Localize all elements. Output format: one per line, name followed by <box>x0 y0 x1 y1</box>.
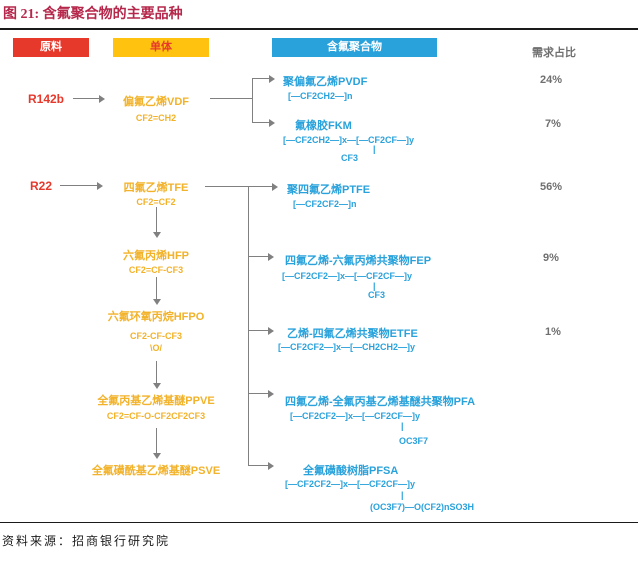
polymer-pfa-bond: | <box>401 421 404 431</box>
arrow-ppve-to-psve-head <box>153 453 161 459</box>
arrow-to-pfsa-head <box>268 462 274 470</box>
arrow-to-pfa-head <box>268 390 274 398</box>
share-fep: 9% <box>543 252 559 264</box>
polymer-pvdf-formula: [—CF2CH2—]n <box>288 91 353 101</box>
monomer-tfe-formula: CF2=CF2 <box>136 197 176 207</box>
polymer-pfsa-formula: [—CF2CF2—]x—[—CF2CF—]y <box>285 479 416 489</box>
polymer-fep-formula: [—CF2CF2—]x—[—CF2CF—]y <box>282 271 413 281</box>
arrow-r142b-to-vdf-line <box>73 98 99 99</box>
polymer-fep-name: 四氟乙烯-六氟丙烯共聚物FEP <box>285 255 432 267</box>
arrow-r22-to-tfe-head <box>97 182 103 190</box>
arrow-vdf-to-fkm-head <box>269 119 275 127</box>
polymer-ptfe-formula: [—CF2CF2—]n <box>293 199 357 209</box>
top-divider <box>0 28 638 30</box>
polymer-fkm-bond: | <box>373 144 376 154</box>
arrow-to-etfe-line <box>248 330 268 331</box>
polymer-pfsa-name: 全氟磺酸树脂PFSA <box>303 465 399 477</box>
polymer-pvdf-name: 聚偏氟乙烯PVDF <box>283 76 368 88</box>
polymer-pfa-substituent: OC3F7 <box>399 436 429 446</box>
header-monomer: 单体 <box>113 38 209 57</box>
arrow-r142b-to-vdf-head <box>99 95 105 103</box>
arrow-hfpo-to-ppve-line <box>156 361 157 383</box>
polymer-pfsa-substituent: (OC3F7)—O(CF2)nSO3H <box>370 502 475 512</box>
vdf-branch-vertical-line <box>252 78 253 123</box>
tfe-branch-vertical-line <box>248 186 249 466</box>
polymer-fep-substituent: CF3 <box>368 290 386 300</box>
arrow-r22-to-tfe-line <box>60 185 97 186</box>
monomer-hfpo-name: 六氟环氧丙烷HFPO <box>107 311 205 323</box>
vdf-branch-stem-line <box>210 98 253 99</box>
header-raw-material: 原料 <box>13 38 89 57</box>
monomer-ppve-name: 全氟丙基乙烯基醚PPVE <box>97 395 215 407</box>
monomer-hfpo-epoxide-ring: \O/ <box>149 343 162 353</box>
figure-title: 图 21: 含氟聚合物的主要品种 <box>3 7 183 22</box>
polymer-pfa-formula: [—CF2CF2—]x—[—CF2CF—]y <box>290 411 421 421</box>
arrow-vdf-to-pvdf-line <box>252 78 269 79</box>
monomer-hfp-name: 六氟丙烯HFP <box>123 250 189 262</box>
polymer-pfa-name: 四氟乙烯-全氟丙基乙烯基醚共聚物PFA <box>285 396 476 408</box>
share-ptfe: 56% <box>540 181 563 193</box>
arrow-tfe-to-ptfe-line <box>205 186 272 187</box>
arrow-vdf-to-fkm-line <box>252 122 269 123</box>
polymer-fkm-substituent: CF3 <box>341 153 359 163</box>
bottom-divider <box>0 522 638 523</box>
polymer-fkm-name: 氟橡胶FKM <box>295 120 352 132</box>
share-fkm: 7% <box>545 118 561 130</box>
raw-material-r142b: R142b <box>27 92 65 106</box>
polymer-ptfe-name: 聚四氟乙烯PTFE <box>287 184 371 196</box>
arrow-to-fep-head <box>268 253 274 261</box>
arrow-to-pfa-line <box>248 393 268 394</box>
monomer-vdf-name: 偏氟乙烯VDF <box>123 96 189 108</box>
monomer-tfe-name: 四氟乙烯TFE <box>123 182 189 194</box>
arrow-vdf-to-pvdf-head <box>269 75 275 83</box>
header-polymer: 含氟聚合物 <box>272 38 437 57</box>
monomer-psve-name: 全氟磺酰基乙烯基醚PSVE <box>91 465 221 477</box>
arrow-to-etfe-head <box>268 327 274 335</box>
polymer-pfsa-bond: | <box>401 490 404 500</box>
monomer-vdf-formula: CF2=CH2 <box>135 113 177 123</box>
polymer-etfe-name: 乙烯-四氟乙烯共聚物ETFE <box>287 328 418 340</box>
arrow-to-fep-line <box>248 256 268 257</box>
share-etfe: 1% <box>545 326 561 338</box>
arrow-ppve-to-psve-line <box>156 428 157 453</box>
polymer-fkm-formula: [—CF2CH2—]x—[—CF2CF—]y <box>283 135 415 145</box>
source-note: 资料来源：招商银行研究院 <box>2 534 171 548</box>
monomer-hfp-formula: CF2=CF-CF3 <box>128 265 184 275</box>
monomer-ppve-formula: CF2=CF-O-CF2CF2CF3 <box>106 411 206 421</box>
arrow-to-pfsa-line <box>248 465 268 466</box>
arrow-hfpo-to-ppve-head <box>153 383 161 389</box>
arrow-tfe-to-ptfe-head <box>272 183 278 191</box>
raw-material-r22: R22 <box>29 179 52 193</box>
arrow-tfe-to-hfp-line <box>156 207 157 232</box>
polymer-fep-bond: | <box>373 281 376 291</box>
monomer-hfpo-formula: CF2-CF-CF3 <box>130 331 182 341</box>
arrow-hfp-to-hfpo-line <box>156 277 157 299</box>
header-demand-share: 需求占比 <box>532 47 576 59</box>
arrow-tfe-to-hfp-head <box>153 232 161 238</box>
arrow-hfp-to-hfpo-head <box>153 299 161 305</box>
polymer-etfe-formula: [—CF2CF2—]x—[—CH2CH2—]y <box>278 342 416 352</box>
share-pvdf: 24% <box>540 74 563 86</box>
